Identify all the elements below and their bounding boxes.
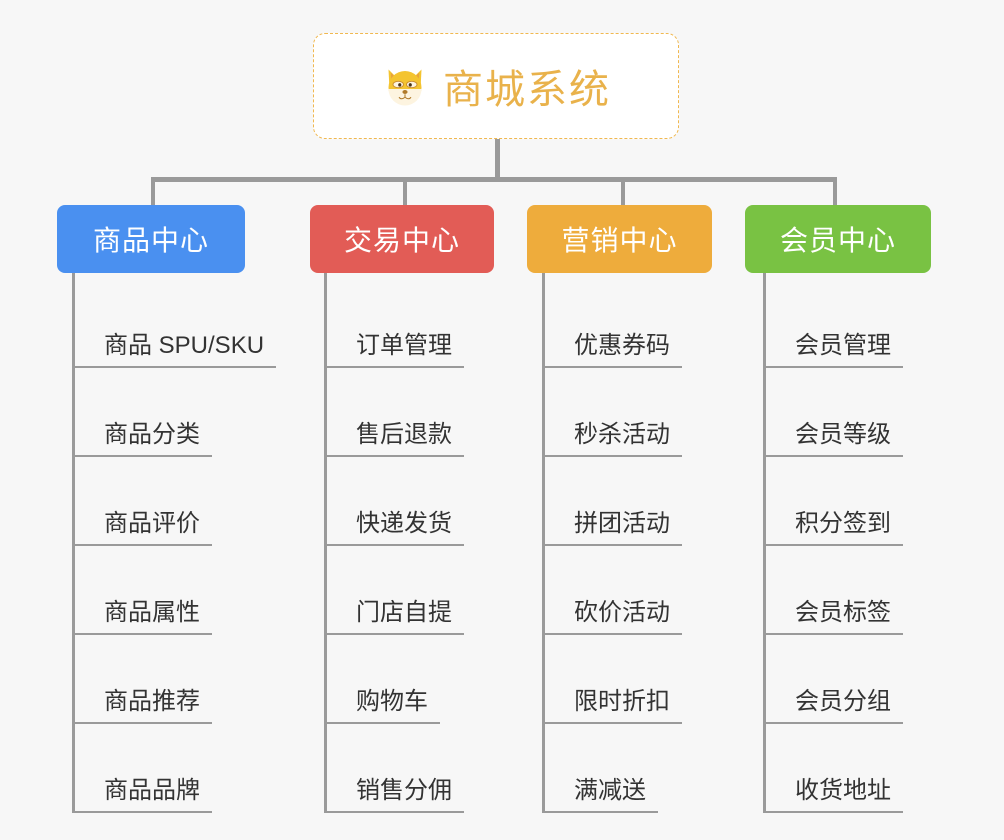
leaf-label: 会员分组 (795, 688, 891, 715)
leaf-spine-1 (72, 279, 75, 813)
leaf-label: 售后退款 (356, 421, 452, 448)
connector-stem-branch-2 (324, 272, 327, 282)
leaf-label: 订单管理 (356, 332, 452, 359)
leaf-underline (763, 366, 903, 368)
branch-node-4[interactable]: 会员中心 (745, 205, 931, 273)
leaf-label: 拼团活动 (574, 510, 670, 537)
connector-root-stem (495, 139, 500, 181)
leaf-label: 会员标签 (795, 599, 891, 626)
leaf-underline (763, 633, 903, 635)
leaf-spine-3 (542, 279, 545, 813)
leaf-underline (72, 366, 276, 368)
leaf-label: 优惠券码 (574, 332, 670, 359)
branch-node-4-label: 会员中心 (779, 225, 896, 256)
connector-stem-branch-1 (72, 272, 75, 282)
leaf-underline (542, 722, 682, 724)
leaf-underline (72, 455, 212, 457)
leaf-underline (763, 811, 903, 813)
leaf-label: 商品属性 (104, 599, 200, 626)
leaf-label: 限时折扣 (574, 688, 670, 715)
connector-stem-branch-3 (542, 272, 545, 282)
connector-drop-branch-1 (151, 177, 155, 206)
leaf-label: 商品分类 (104, 421, 200, 448)
connector-drop-branch-4 (833, 177, 837, 206)
leaf-label: 会员等级 (795, 421, 891, 448)
root-node-title: 商城系统 (443, 68, 611, 112)
leaf-underline (72, 544, 212, 546)
leaf-label: 满减送 (574, 777, 646, 804)
branch-node-1[interactable]: 商品中心 (57, 205, 245, 273)
leaf-underline (72, 633, 212, 635)
leaf-underline (763, 722, 903, 724)
leaf-underline (542, 455, 682, 457)
leaf-label: 收货地址 (795, 777, 891, 804)
leaf-label: 商品品牌 (104, 777, 200, 804)
leaf-label: 商品 SPU/SKU (104, 332, 265, 359)
leaf-label: 积分签到 (795, 510, 891, 537)
shiba-dog-face-icon (381, 62, 429, 110)
leaf-underline (324, 633, 464, 635)
leaf-underline (542, 544, 682, 546)
leaf-underline (542, 811, 658, 813)
leaf-label: 购物车 (356, 688, 428, 715)
leaf-label: 商品推荐 (104, 688, 200, 715)
leaf-label: 快递发货 (356, 510, 452, 537)
leaf-spine-2 (324, 279, 327, 813)
branch-node-2[interactable]: 交易中心 (310, 205, 494, 273)
connector-stem-branch-4 (763, 272, 766, 282)
leaf-label: 门店自提 (356, 599, 452, 626)
leaf-label: 商品评价 (104, 510, 200, 537)
leaf-underline (763, 544, 903, 546)
branch-node-3[interactable]: 营销中心 (527, 205, 712, 273)
leaf-spine-4 (763, 279, 766, 813)
leaf-underline (542, 633, 682, 635)
connector-drop-branch-2 (403, 177, 407, 206)
leaf-label: 会员管理 (795, 332, 891, 359)
leaf-underline (324, 544, 464, 546)
leaf-underline (324, 722, 440, 724)
leaf-label: 销售分佣 (356, 777, 452, 804)
leaf-underline (72, 811, 212, 813)
leaf-underline (324, 455, 464, 457)
leaf-label: 砍价活动 (574, 599, 670, 626)
branch-node-2-label: 交易中心 (343, 225, 460, 256)
branch-node-1-label: 商品中心 (92, 225, 209, 256)
leaf-underline (324, 366, 464, 368)
root-node-shop-system[interactable]: 商城系统 (313, 33, 679, 139)
leaf-label: 秒杀活动 (574, 421, 670, 448)
leaf-underline (324, 811, 464, 813)
leaf-underline (763, 455, 903, 457)
leaf-underline (72, 722, 212, 724)
leaf-underline (542, 366, 682, 368)
branch-node-3-label: 营销中心 (561, 225, 678, 256)
connector-drop-branch-3 (621, 177, 625, 206)
connector-horizontal-bus (151, 177, 837, 182)
